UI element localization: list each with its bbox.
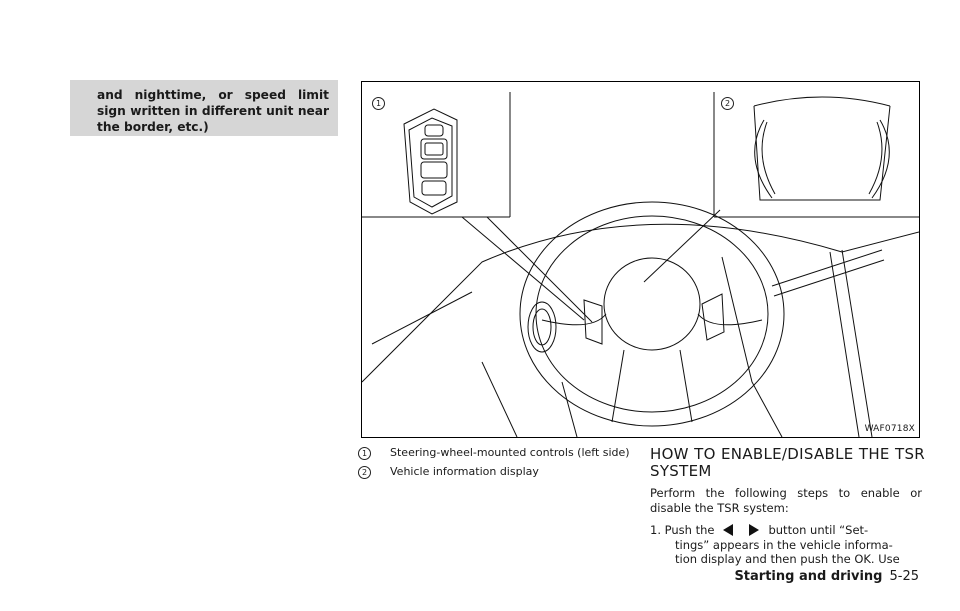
step-1-text-start: 1. Push the (650, 523, 715, 537)
step-1-line-3: tion display and then push the OK. Use (675, 552, 900, 567)
callout-2-badge: 2 (721, 97, 734, 110)
note-box (70, 80, 338, 136)
intro-paragraph: Perform the following steps to enable or… (650, 486, 922, 515)
page-footer: Starting and driving 5-25 (734, 569, 919, 584)
step-1-text-end: button until “Set- (768, 523, 869, 537)
section-heading: HOW TO ENABLE/DISABLE THE TSR SYSTEM (650, 445, 925, 480)
page-number: 5-25 (889, 569, 919, 584)
figure-code: WAF0718X (864, 424, 915, 434)
steering-wheel-figure: 1 2 WAF0718X (361, 81, 920, 438)
footer-section-title: Starting and driving (734, 569, 883, 584)
caption-text: Steering-wheel-mounted controls (left si… (390, 446, 630, 459)
left-arrow-icon (723, 524, 734, 536)
caption-item: 2 Vehicle information display (358, 465, 633, 479)
step-1: 1. Push the button until “Set- tings” app… (650, 523, 922, 567)
step-1-line-1: 1. Push the button until “Set- (650, 523, 922, 538)
caption-text: Vehicle information display (390, 465, 539, 478)
steering-wheel-illustration (362, 92, 919, 437)
caption-item: 1 Steering-wheel-mounted controls (left … (358, 446, 633, 460)
step-1-line-2: tings” appears in the vehicle informa- (675, 537, 893, 552)
caption-number-badge: 1 (358, 447, 371, 460)
caption-number-badge: 2 (358, 466, 371, 479)
right-arrow-icon (749, 524, 760, 536)
note-text: and nighttime, or speed limit sign writt… (97, 88, 329, 134)
callout-1-badge: 1 (372, 97, 385, 110)
figure-captions: 1 Steering-wheel-mounted controls (left … (358, 446, 633, 484)
